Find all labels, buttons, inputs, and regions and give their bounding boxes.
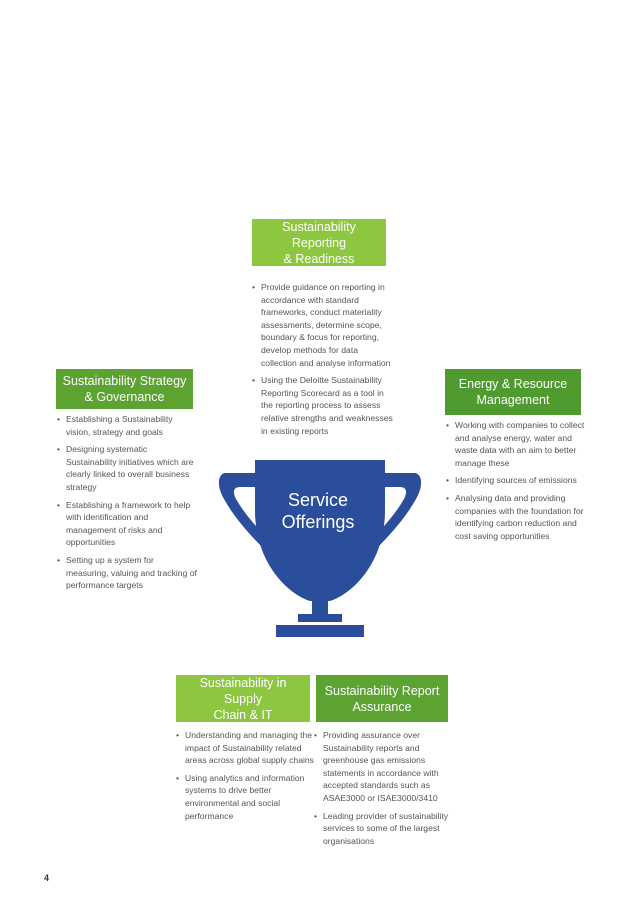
- report-assurance-bullets: Providing assurance over Sustainability …: [314, 729, 454, 852]
- list-item: Understanding and managing the impact of…: [176, 729, 316, 767]
- supply-chain-heading: Sustainability in Supply Chain & IT: [176, 675, 310, 722]
- list-item: Establishing a framework to help with id…: [57, 499, 197, 549]
- list-item: Provide guidance on reporting in accorda…: [252, 281, 394, 369]
- trophy-icon: [218, 460, 422, 637]
- strategy-governance-bullets: Establishing a Sustainability vision, st…: [57, 413, 197, 597]
- list-item: Designing systematic Sustainability init…: [57, 443, 197, 493]
- reporting-readiness-bullets: Provide guidance on reporting in accorda…: [252, 281, 394, 442]
- list-item: Analysing data and providing companies w…: [446, 492, 590, 542]
- list-item: Using analytics and information systems …: [176, 772, 316, 822]
- list-item: Setting up a system for measuring, valui…: [57, 554, 197, 592]
- list-item: Providing assurance over Sustainability …: [314, 729, 454, 805]
- page-number: 4: [44, 873, 50, 883]
- list-item: Using the Deloitte Sustainability Report…: [252, 374, 394, 437]
- list-item: Identifying sources of emissions: [446, 474, 590, 487]
- list-item: Establishing a Sustainability vision, st…: [57, 413, 197, 438]
- reporting-readiness-heading: Sustainability Reporting & Readiness: [252, 219, 386, 266]
- energy-resource-heading: Energy & Resource Management: [445, 369, 581, 415]
- list-item: Leading provider of sustainability servi…: [314, 810, 454, 848]
- service-offerings-label: Service Offerings: [281, 490, 355, 532]
- report-assurance-heading: Sustainability Report Assurance: [316, 675, 448, 722]
- list-item: Working with companies to collect and an…: [446, 419, 590, 469]
- energy-resource-bullets: Working with companies to collect and an…: [446, 419, 590, 547]
- supply-chain-bullets: Understanding and managing the impact of…: [176, 729, 316, 827]
- strategy-governance-heading: Sustainability Strategy & Governance: [56, 369, 193, 409]
